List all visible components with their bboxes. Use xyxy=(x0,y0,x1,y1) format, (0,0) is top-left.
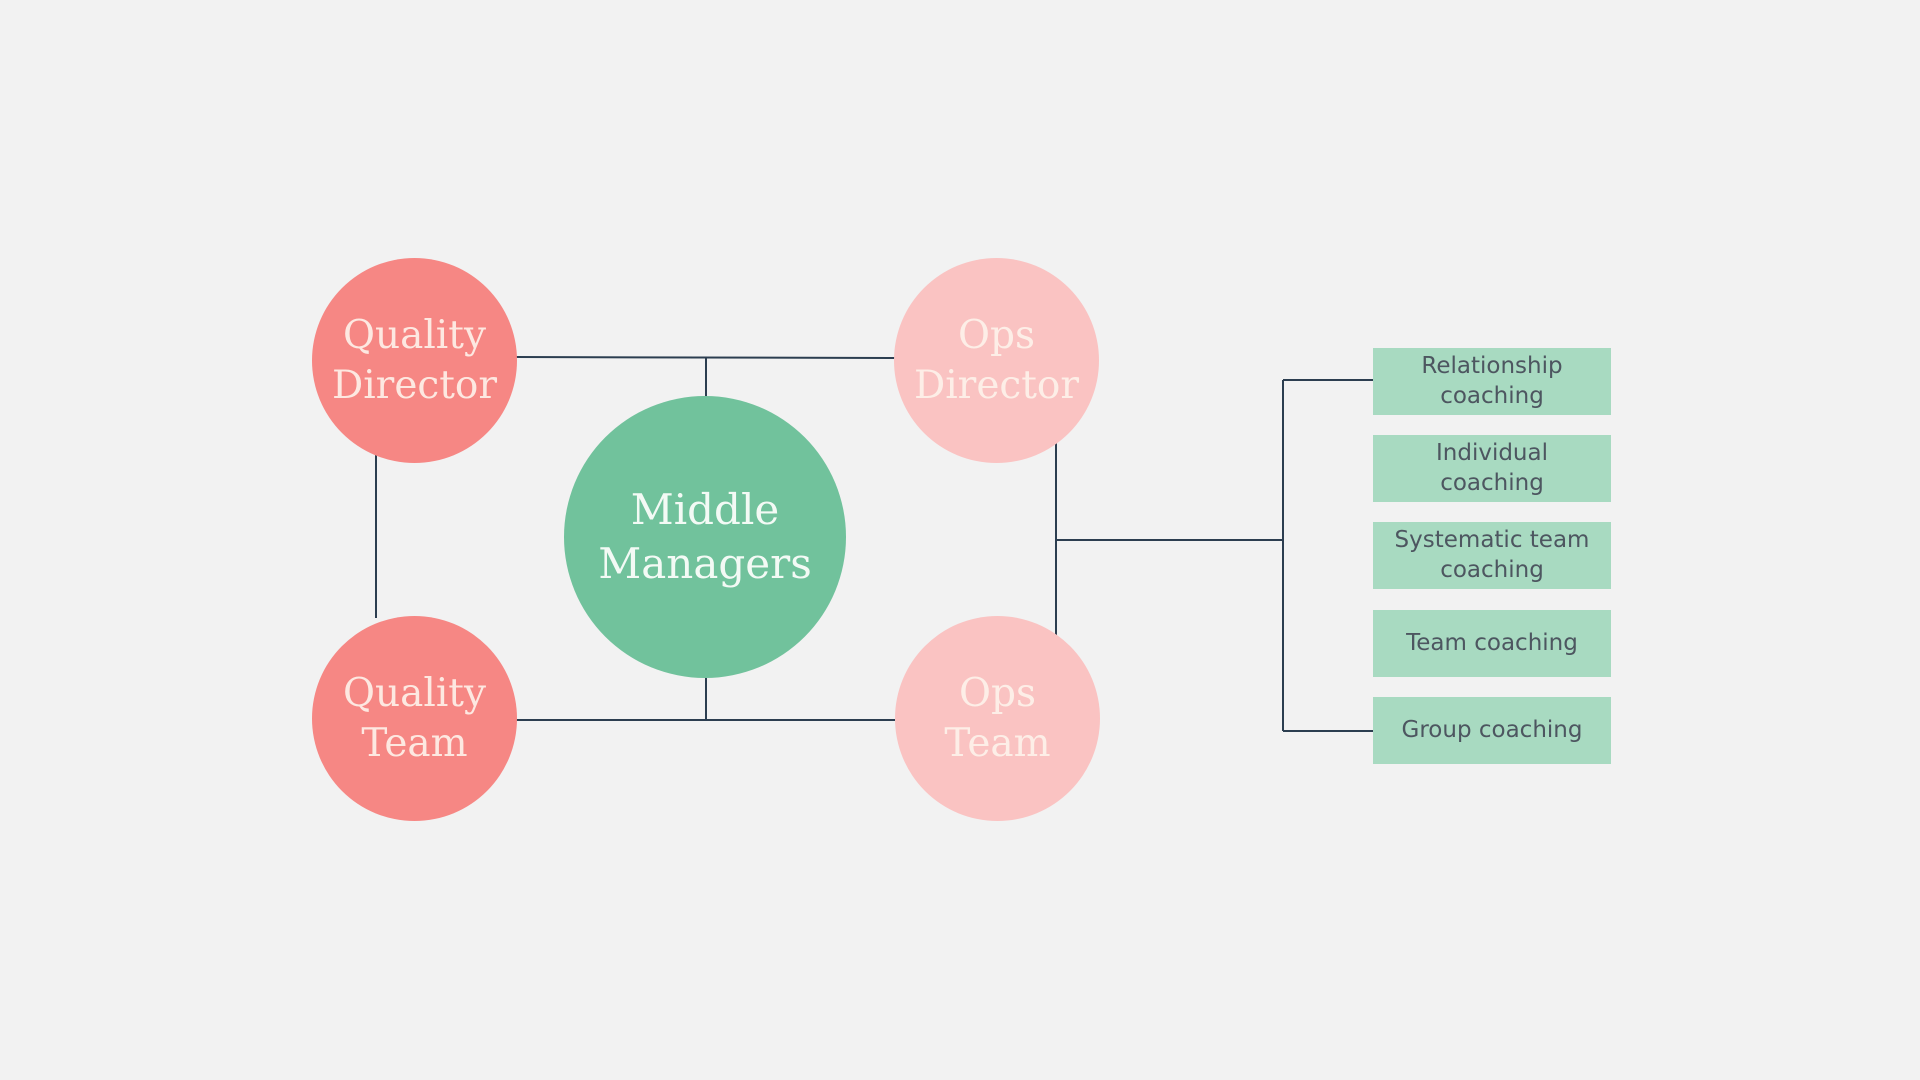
coaching-box-group: Group coaching xyxy=(1373,697,1611,764)
ops-director-node: Ops Director xyxy=(894,258,1099,463)
quality-director-node: Quality Director xyxy=(312,258,517,463)
coaching-box-systematic-team: Systematic team coaching xyxy=(1373,522,1611,589)
coaching-box-label: Group coaching xyxy=(1401,716,1583,743)
quality-team-node: Quality Team xyxy=(312,616,517,821)
coaching-box-label: Team coaching xyxy=(1406,629,1578,656)
middle-managers-label: Middle Managers xyxy=(598,485,812,588)
coaching-box-individual: Individual coaching xyxy=(1373,435,1611,502)
coaching-box-label: Individual coaching xyxy=(1435,439,1548,496)
quality-team-label: Quality Team xyxy=(343,670,486,766)
coaching-box-team: Team coaching xyxy=(1373,610,1611,677)
middle-managers-node: Middle Managers xyxy=(564,396,846,678)
ops-team-node: Ops Team xyxy=(895,616,1100,821)
coaching-box-relationship: Relationship coaching xyxy=(1373,348,1611,415)
coaching-box-label: Relationship coaching xyxy=(1421,352,1563,409)
ops-team-label: Ops Team xyxy=(944,670,1051,766)
coaching-box-label: Systematic team coaching xyxy=(1394,526,1590,583)
ops-director-label: Ops Director xyxy=(913,312,1080,408)
connector-top xyxy=(515,356,896,359)
quality-director-label: Quality Director xyxy=(331,312,498,408)
